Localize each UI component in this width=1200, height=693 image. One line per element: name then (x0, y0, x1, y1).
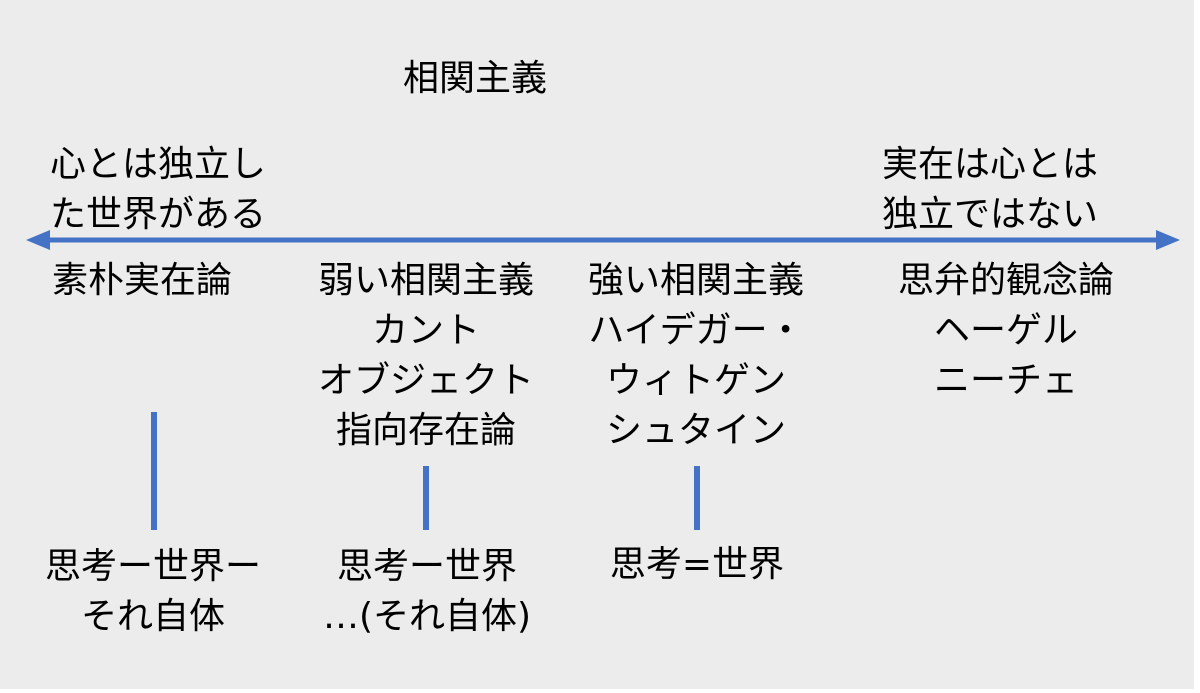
axis-right-label: 実在は心とは 独立ではない (882, 140, 1098, 240)
position-naive-realism: 素朴実在論 (52, 256, 232, 306)
connector-strong-correlationism (694, 466, 700, 530)
relation-naive-realism: 思考ー世界ー それ自体 (22, 542, 284, 642)
axis-right-label-line: 実在は心とは (882, 144, 1099, 185)
position-label-line: 指向存在論 (335, 410, 516, 451)
position-label-line: ニーチェ (933, 360, 1078, 401)
relation-line: 思考ー世界 (336, 546, 517, 587)
position-label-line: シュタイン (605, 410, 786, 451)
relation-line: それ自体 (80, 596, 225, 637)
connector-naive-realism (151, 412, 157, 530)
axis-left-arrowhead (26, 230, 50, 250)
position-label-line: ヘーゲル (933, 310, 1078, 351)
diagram-title: 相関主義 (403, 58, 548, 99)
relation-weak-correlationism: 思考ー世界 …(それ自体) (296, 542, 558, 642)
relation-line: …(それ自体) (322, 596, 532, 637)
position-weak-correlationism: 弱い相関主義 カント オブジェクト 指向存在論 (296, 256, 556, 456)
position-label-line: 思弁的観念論 (897, 260, 1114, 301)
axis-right-label-line: 独立ではない (882, 194, 1099, 235)
relation-strong-correlationism: 思考=世界 (566, 540, 828, 590)
position-label-line: オブジェクト (317, 360, 534, 401)
connector-weak-correlationism (423, 466, 429, 530)
axis-right-arrowhead (1156, 230, 1180, 250)
relation-line: 思考ー世界ー (44, 546, 261, 587)
position-label-line: 強い相関主義 (587, 260, 804, 301)
position-label-line: カント (371, 310, 480, 351)
position-label-line: 素朴実在論 (52, 260, 233, 301)
position-label-line: ハイデガー・ (588, 310, 804, 351)
position-label-line: ウィトゲン (605, 360, 786, 401)
axis-left-label-line: た世界がある (50, 194, 267, 235)
position-speculative-idealism: 思弁的観念論 ヘーゲル ニーチェ (876, 256, 1136, 406)
axis-left-label: 心とは独立し た世界がある (50, 140, 266, 240)
axis-left-label-line: 心とは独立し (50, 144, 267, 185)
position-strong-correlationism: 強い相関主義 ハイデガー・ ウィトゲン シュタイン (566, 256, 826, 456)
position-label-line: 弱い相関主義 (317, 260, 534, 301)
relation-line: 思考=世界 (609, 544, 785, 585)
